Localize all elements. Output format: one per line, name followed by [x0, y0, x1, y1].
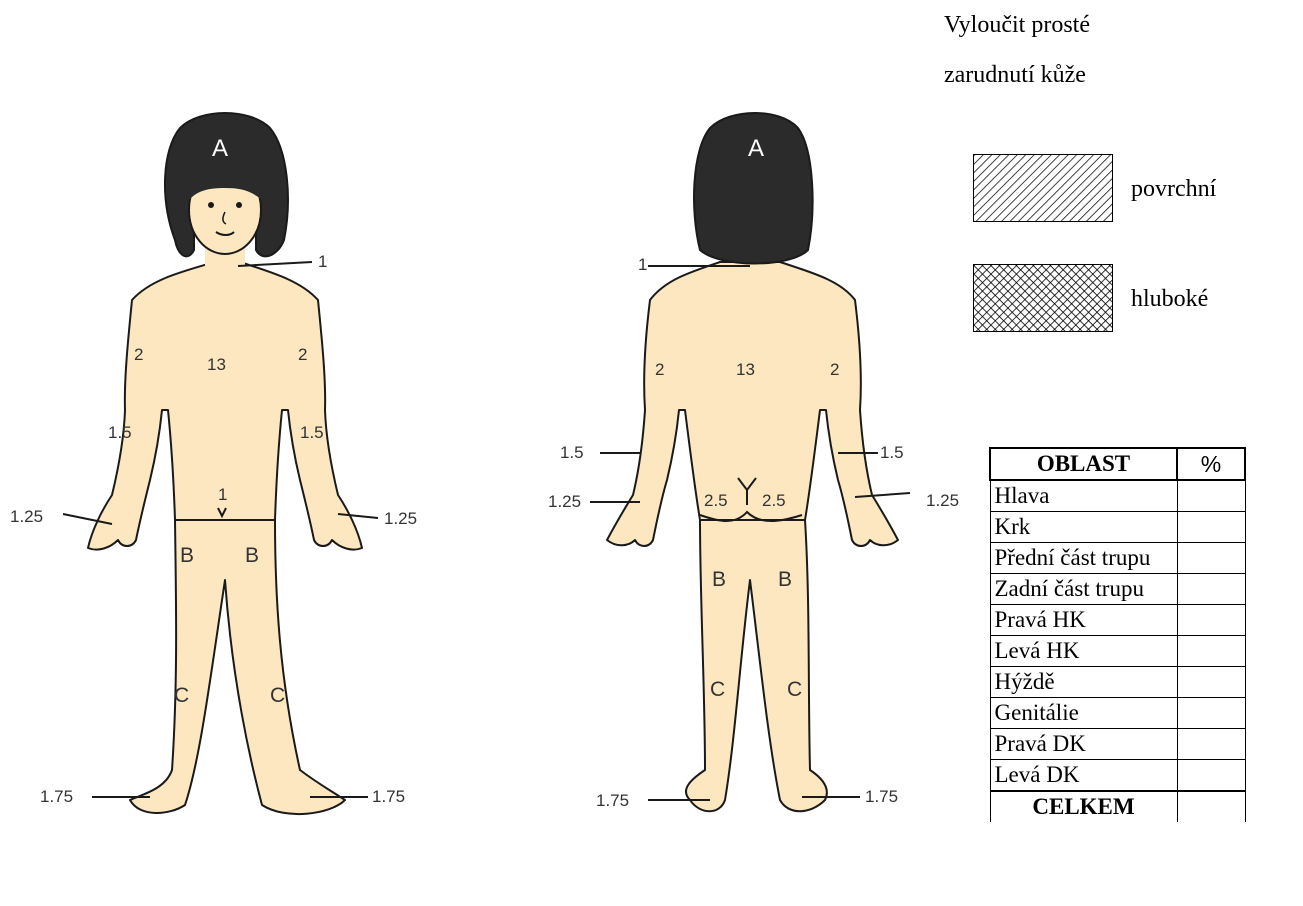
region-cell: Genitálie: [990, 698, 1177, 729]
note-line-2: zarudnutí kůže: [944, 62, 1086, 89]
region-cell: Přední část trupu: [990, 543, 1177, 574]
front-label-forearm-right: 1.5: [300, 423, 324, 442]
back-body-figure: A 1 2 13 2 1.5 1.5 1.25 1.25 2.5 2.5 B B…: [540, 0, 1000, 906]
total-label: CELKEM: [990, 791, 1177, 822]
region-cell: Hýždě: [990, 667, 1177, 698]
table-row: Hlava: [990, 480, 1245, 512]
back-label-hand-left: 1.25: [548, 492, 581, 511]
region-cell: Krk: [990, 512, 1177, 543]
table-row: Levá DK: [990, 760, 1245, 792]
region-cell: Hlava: [990, 480, 1177, 512]
front-label-trunk: 13: [207, 355, 226, 374]
back-label-leg-left: C: [710, 678, 725, 701]
front-eye-right: [236, 202, 242, 208]
front-body-figure: A 1 2 13 2 1.5 1.5 1 1.25 1.25 B B C C 1…: [0, 0, 470, 906]
front-label-neck: 1: [318, 252, 327, 271]
percent-cell[interactable]: [1177, 667, 1245, 698]
note-line-1: Vyloučit prosté: [944, 12, 1090, 39]
table-row: Pravá HK: [990, 605, 1245, 636]
back-label-forearm-right: 1.5: [880, 443, 904, 462]
percent-cell[interactable]: [1177, 698, 1245, 729]
legend-label-superficial: povrchní: [1131, 176, 1216, 203]
legend-swatch-superficial: [973, 154, 1113, 222]
legend-swatch-deep: [973, 264, 1113, 332]
front-label-leg-right: C: [270, 684, 285, 707]
percent-cell[interactable]: [1177, 636, 1245, 667]
front-label-upper-arm-left: 2: [134, 345, 143, 364]
back-label-buttock-left: 2.5: [704, 491, 728, 510]
total-percent-cell[interactable]: [1177, 791, 1245, 822]
percent-cell[interactable]: [1177, 543, 1245, 574]
header-region: OBLAST: [990, 448, 1177, 480]
percent-cell[interactable]: [1177, 574, 1245, 605]
front-label-foot-right: 1.75: [372, 787, 405, 806]
front-label-upper-arm-right: 2: [298, 345, 307, 364]
table-row: Levá HK: [990, 636, 1245, 667]
front-label-foot-left: 1.75: [40, 787, 73, 806]
front-body-silhouette: [88, 230, 362, 814]
percent-cell[interactable]: [1177, 760, 1245, 792]
table-row: Zadní část trupu: [990, 574, 1245, 605]
front-label-forearm-left: 1.5: [108, 423, 132, 442]
front-label-thigh-right: B: [245, 544, 259, 567]
table-row: Přední část trupu: [990, 543, 1245, 574]
region-cell: Levá DK: [990, 760, 1177, 792]
back-label-leg-right: C: [787, 678, 802, 701]
back-label-buttock-right: 2.5: [762, 491, 786, 510]
percent-cell[interactable]: [1177, 480, 1245, 512]
back-label-thigh-right: B: [778, 568, 792, 591]
front-label-genital: 1: [218, 485, 227, 504]
percent-cell[interactable]: [1177, 605, 1245, 636]
back-label-foot-left: 1.75: [596, 791, 629, 810]
front-label-leg-left: C: [174, 684, 189, 707]
front-label-hand-right: 1.25: [384, 509, 417, 528]
back-label-neck: 1: [638, 255, 647, 274]
back-label-upper-arm-right: 2: [830, 360, 839, 379]
back-label-thigh-left: B: [712, 568, 726, 591]
percent-cell[interactable]: [1177, 512, 1245, 543]
region-cell: Pravá DK: [990, 729, 1177, 760]
region-cell: Levá HK: [990, 636, 1177, 667]
table-row: Genitálie: [990, 698, 1245, 729]
header-percent: %: [1177, 448, 1245, 480]
back-label-hand-right: 1.25: [926, 491, 959, 510]
table-row: Hýždě: [990, 667, 1245, 698]
legend-label-deep: hluboké: [1131, 286, 1208, 313]
front-label-hand-left: 1.25: [10, 507, 43, 526]
table-total-row: CELKEM: [990, 791, 1245, 822]
region-cell: Zadní část trupu: [990, 574, 1177, 605]
table-header-row: OBLAST %: [990, 448, 1245, 480]
percent-cell[interactable]: [1177, 729, 1245, 760]
back-label-forearm-left: 1.5: [560, 443, 584, 462]
back-label-head: A: [748, 135, 764, 162]
back-label-foot-right: 1.75: [865, 787, 898, 806]
back-label-trunk: 13: [736, 360, 755, 379]
table-row: Pravá DK: [990, 729, 1245, 760]
front-label-head: A: [212, 135, 228, 162]
region-cell: Pravá HK: [990, 605, 1177, 636]
back-body-silhouette: [607, 262, 898, 811]
table-row: Krk: [990, 512, 1245, 543]
front-eye-left: [208, 202, 214, 208]
back-label-upper-arm-left: 2: [655, 360, 664, 379]
front-label-thigh-left: B: [180, 544, 194, 567]
